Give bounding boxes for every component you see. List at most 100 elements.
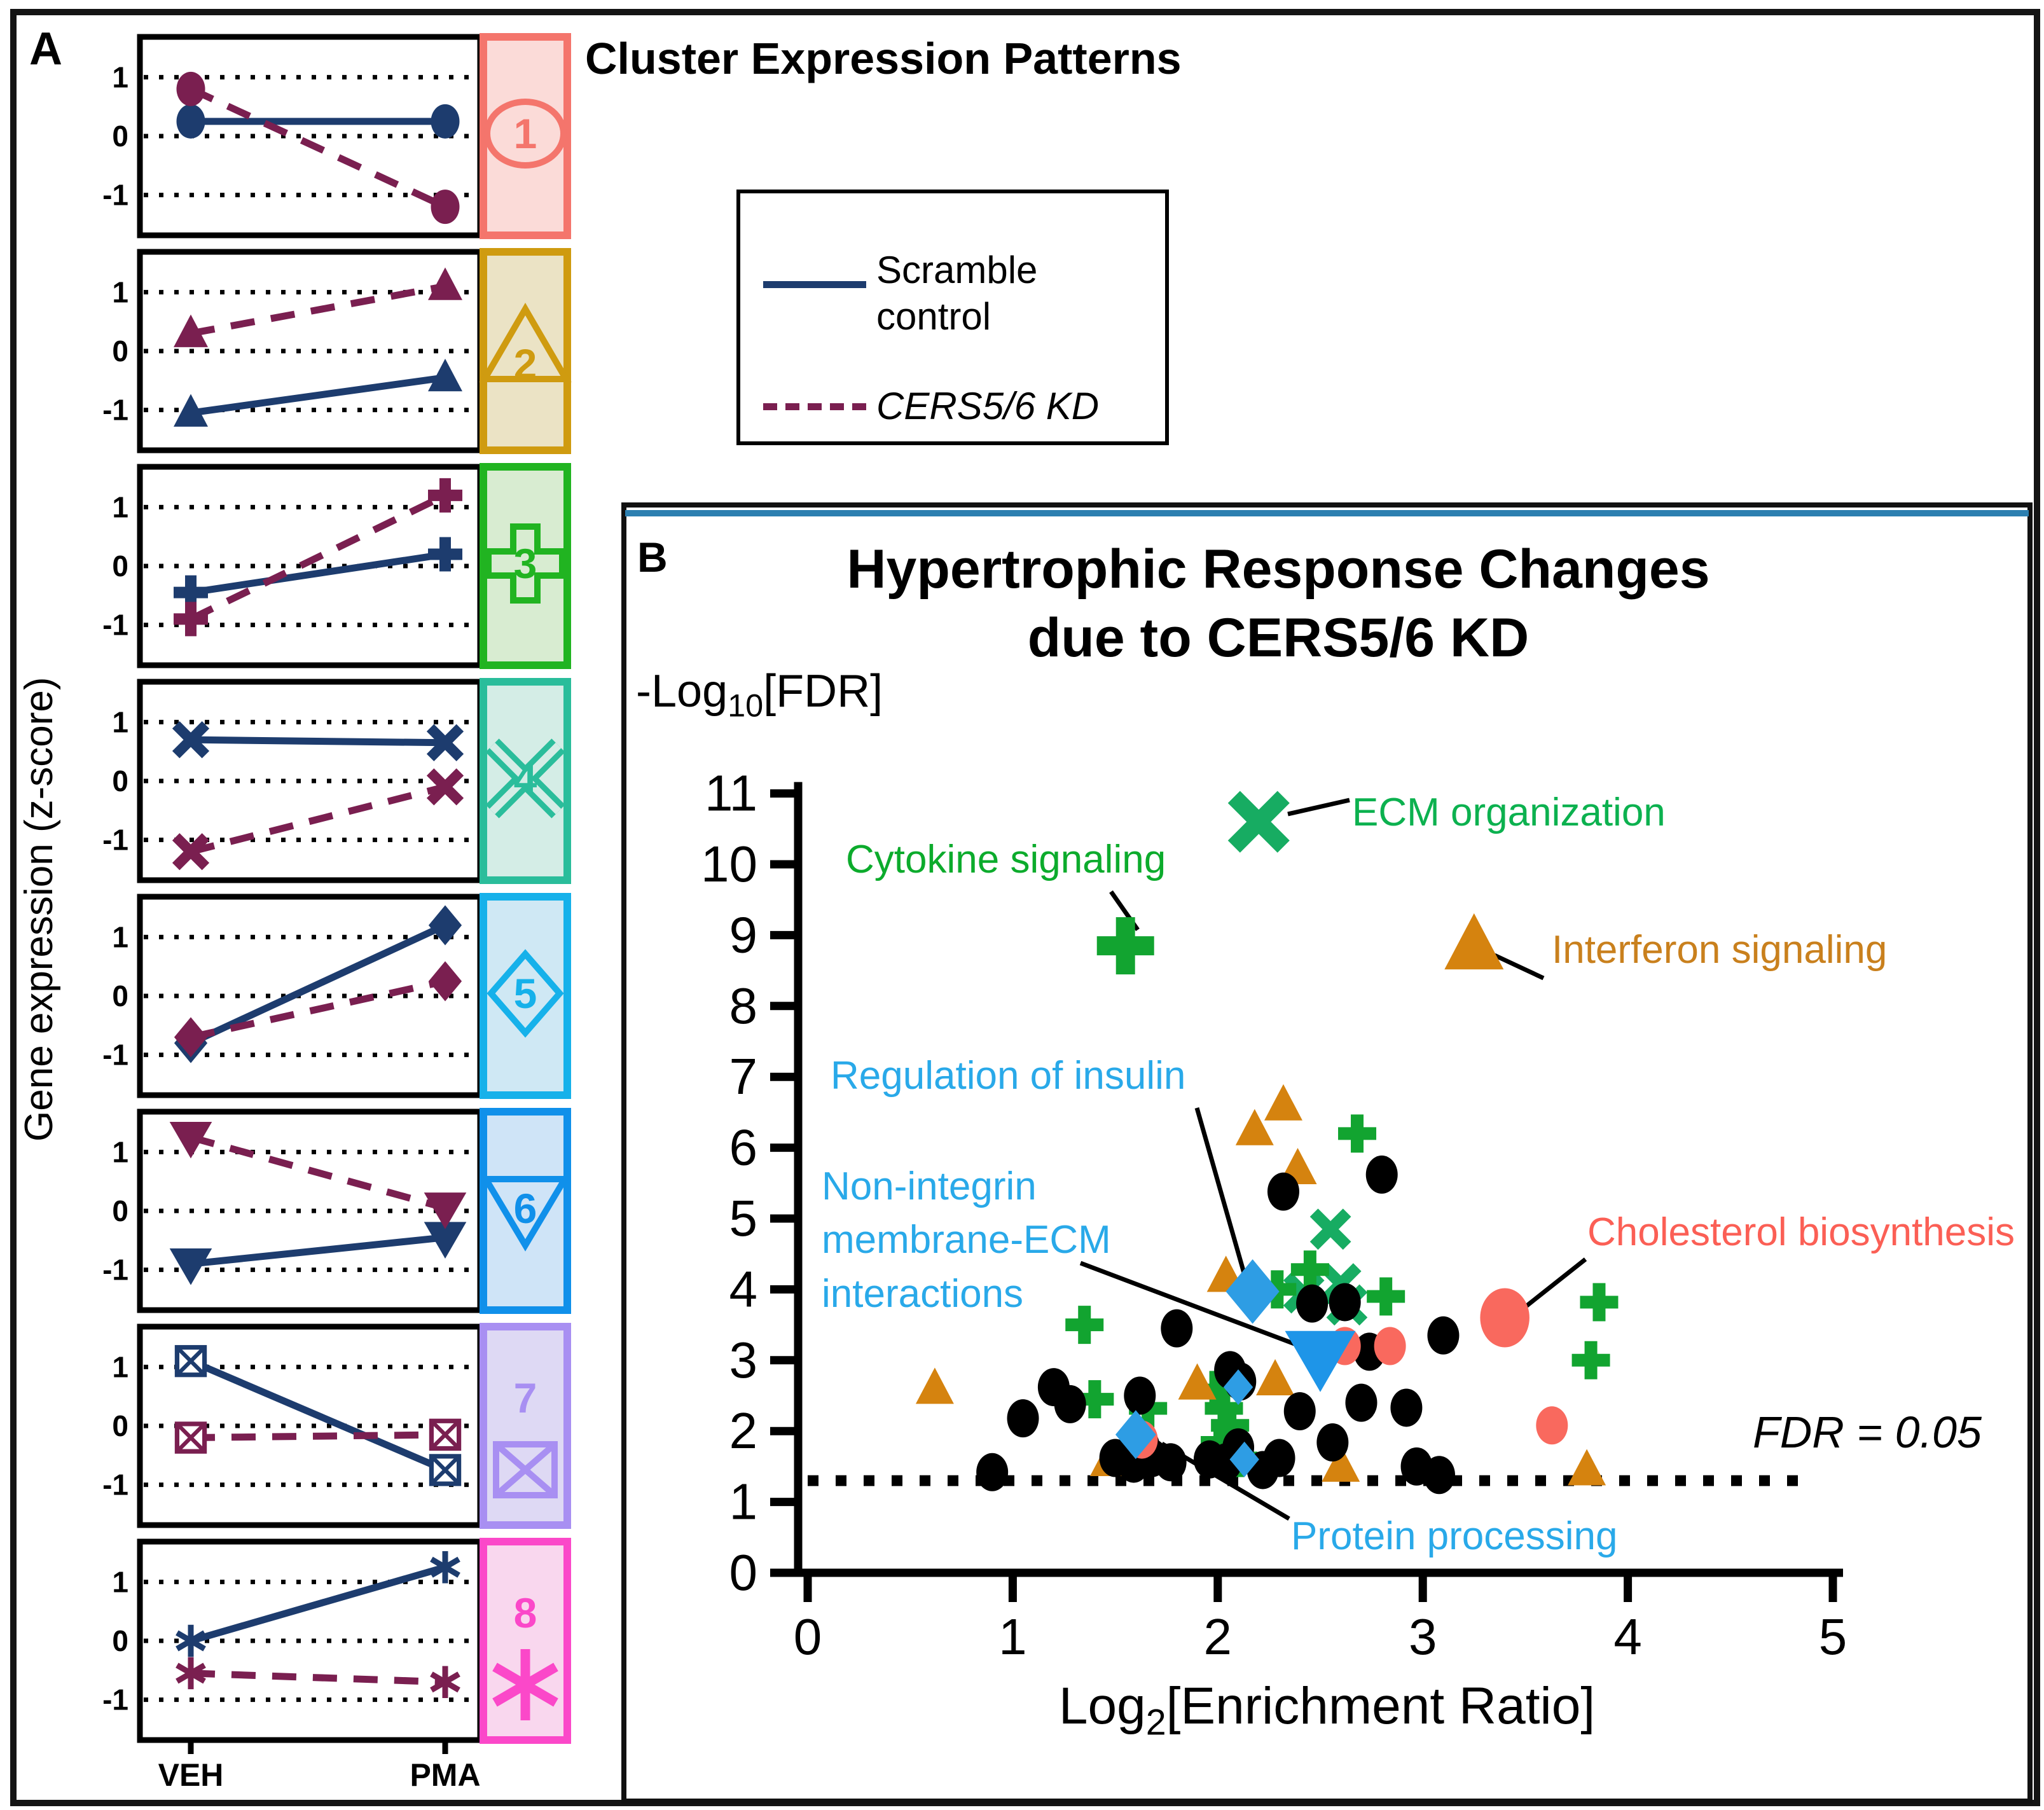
leader-ecm [1287,798,1350,817]
xtick-label: 5 [1819,1608,1847,1665]
mini-ytick-label: 1 [112,1135,128,1168]
mini-ytick-label: -1 [102,1683,128,1717]
xtick-label: 4 [1613,1608,1642,1665]
xtick-label: 1 [998,1608,1027,1665]
ytick-label: 7 [729,1048,758,1105]
mini-ytick-label: 0 [112,549,128,583]
kd-line [190,282,446,337]
cluster-4-number: 4 [514,755,537,802]
cluster-7-plot: 1 0 -1 7 [102,1323,571,1529]
legend-box: Scramble control CERS5/6 KD [736,190,1169,445]
cluster-1-number: 1 [514,110,537,157]
mini-ytick-label: -1 [102,179,128,212]
ytick-label: 8 [729,978,758,1034]
cluster-5-number: 5 [514,970,537,1017]
annotation-cholesterol: Cholesterol biosynthesis [1587,1210,2015,1254]
mini-ytick-label: 1 [112,705,128,738]
ytick-label: 0 [729,1544,758,1601]
kd-line [189,492,447,623]
scramble-line [190,1234,446,1268]
mini-ytick-label: 1 [112,60,128,93]
mini-ytick-label: -1 [102,609,128,642]
mini-ytick-label: 1 [112,275,128,308]
cluster-6-number: 6 [514,1185,537,1232]
ytick-label: 2 [729,1402,758,1459]
mini-ytick-label: 0 [112,1409,128,1442]
scramble-line [189,1358,447,1474]
mini-ytick-label: 1 [112,1350,128,1383]
kd-line [189,85,447,211]
xtick-label: 3 [1409,1608,1437,1665]
panel-a-label: A [29,24,62,74]
scramble-line [190,736,446,747]
ytick-label: 6 [729,1119,758,1176]
mini-ytick-label: 1 [112,490,128,523]
pma-label: PMA [410,1757,480,1793]
kd-line [190,978,446,1041]
cluster-8-badge [480,1538,571,1744]
cluster-plots-svg: 10-1110-1210-1310-1410-1510-1610-1710-18… [102,33,572,1793]
panel-b-label: B [637,534,668,581]
series-blue-triangle-down [1285,1330,1356,1392]
mini-ytick-label: 0 [112,764,128,798]
annotation-nonintegrin: Non-integrin membrane-ECM interactions [822,1164,1111,1316]
ytick-label: 3 [729,1332,758,1388]
fdr-threshold-label: FDR = 0.05 [1753,1407,1982,1457]
mini-ytick-label: 0 [112,979,128,1012]
xtick-label: 0 [794,1608,822,1665]
cluster-4-plot: 1 0 -1 4 [102,678,571,884]
mini-ytick-label: -1 [102,394,128,427]
cluster-3-badge [480,463,571,669]
panel-b-title: Hypertrophic Response Changes due to CER… [795,535,1762,672]
scramble-line [190,551,446,597]
cluster-3-number: 3 [514,540,537,587]
leader-cholesterol [1523,1257,1587,1309]
leader-nonintegrin [1079,1261,1311,1352]
veh-label: VEH [158,1757,224,1793]
xtick-label: 2 [1204,1608,1233,1665]
cluster-2-number: 2 [514,340,537,387]
mini-ytick-label: 0 [112,1624,128,1657]
cluster-8-plot: 1 0 -1 8 [102,1538,571,1744]
mini-ytick-label: 1 [112,1565,128,1598]
annotation-regulation: Regulation of insulin [831,1054,1186,1098]
mini-ytick-label: 0 [112,1194,128,1227]
cluster-3-plot: 1 0 -1 3 [102,463,571,669]
scramble-line [190,1563,446,1645]
ytick-label: 4 [729,1261,758,1317]
series-orange-triangle [915,913,1606,1486]
enrichment-axis-label: Log2[Enrichment Ratio] [1058,1677,1596,1743]
cluster-1-badge [480,33,571,239]
panel-a-title: Cluster Expression Patterns [585,34,1182,83]
kd-line [190,1431,446,1442]
cluster-7-number: 7 [514,1374,537,1421]
annotation-cytokine: Cytokine signaling [846,838,1166,881]
scatter-plot-svg: 0 1 2 3 4 5 6 7 8 9 10 11 0 1 2 3 4 5 [621,502,2033,1804]
leader-interferon [1493,953,1545,981]
legend-scramble-line-icon [763,281,866,288]
mini-ytick-label: 1 [112,920,128,953]
panel-b-title-line1: Hypertrophic Response Changes [846,539,1710,600]
ytick-label: 1 [729,1474,758,1530]
ytick-label: 11 [705,765,757,822]
cluster-5-plot: 10-15 [102,893,571,1099]
cluster-2-plot: 1 0 -1 2 [102,248,572,454]
mini-ytick-label: -1 [102,824,128,857]
cluster-6-plot: 10-16 [102,1108,571,1314]
mini-ytick-label: 0 [112,335,128,368]
ytick-label: 10 [701,836,757,892]
legend-scramble-label: Scramble control [876,249,1038,338]
mini-ytick-label: -1 [102,1468,128,1502]
cluster-6-badge [480,1108,571,1314]
fdr-axis-label: -Log10[FDR] [636,666,883,724]
mini-ytick-label: 0 [112,120,128,153]
legend-kd-label: CERS5/6 KD [876,385,1100,427]
ytick-label: 5 [729,1190,758,1247]
kd-line [190,783,446,855]
kd-line [190,1669,446,1686]
ytick-label: 9 [729,906,758,963]
cluster-8-number: 8 [514,1589,537,1636]
annotation-ecm: ECM organization [1352,791,1666,834]
leader-regulation [1194,1107,1248,1280]
annotation-protein: Protein processing [1291,1514,1618,1558]
